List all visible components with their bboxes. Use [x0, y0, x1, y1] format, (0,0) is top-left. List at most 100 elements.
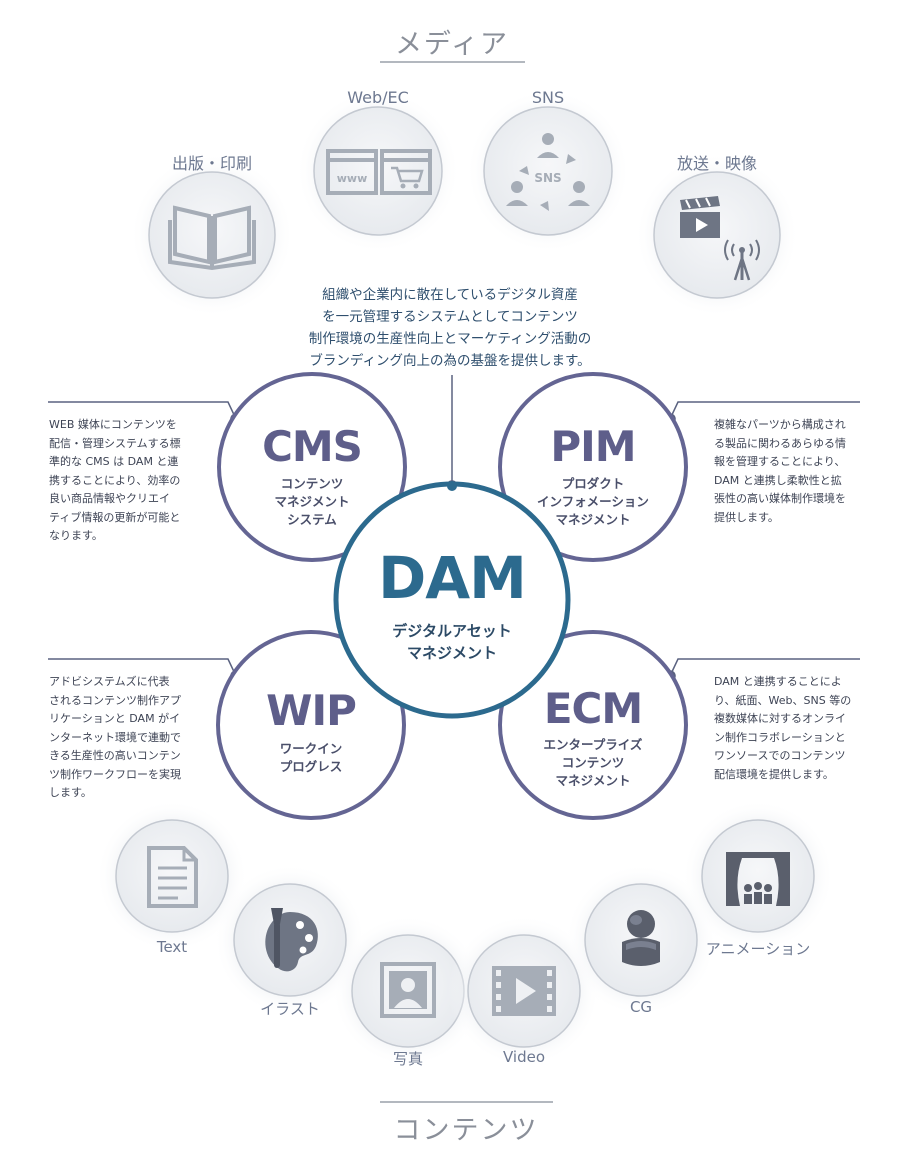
- content-text-circle: [96, 800, 248, 952]
- media-section-title: メディア: [394, 29, 510, 60]
- wip-description: アドビシステムズに代表 されるコンテンツ制作アプ リケーションと DAM がイ …: [49, 673, 209, 803]
- ecm-description-line: ン制作コラボレーションと: [714, 730, 846, 744]
- ecm-description: DAM と連携することによ り、紙面、Web、SNS 等の 複数媒体に対するオン…: [714, 673, 874, 784]
- dam-subtitle-line: デジタルアセット: [392, 622, 512, 640]
- sns-badge-text: SNS: [534, 171, 561, 185]
- pim-description-line: 張性の高い媒体制作環境を: [714, 492, 846, 505]
- wip-description-line: リケーションと DAM がイ: [49, 712, 181, 725]
- book-icon: [168, 205, 256, 271]
- center-description: 組織や企業内に散在しているデジタル資産 を一元管理するシステムとしてコンテンツ …: [265, 284, 635, 372]
- media-label-web: Web/EC: [347, 88, 409, 107]
- wip-description-line: されるコンテンツ制作アプ: [49, 693, 181, 707]
- wip-description-line: きる生産性の高いコンテン: [49, 749, 181, 762]
- ecm-title: ECM: [543, 684, 643, 733]
- ecm-description-line: 複数媒体に対するオンライ: [714, 712, 846, 725]
- cms-description-line: なります。: [49, 529, 103, 542]
- document-icon: [147, 846, 198, 908]
- ecm-description-line: ワンソースでのコンテンツ: [714, 749, 846, 762]
- ecm-description-line: DAM と連携することによ: [714, 675, 842, 688]
- cms-description-line: WEB 媒体にコンテンツを: [49, 418, 177, 431]
- media-web-circle: www: [296, 89, 460, 253]
- center-description-line: ブランディング向上の為の基盤を提供します。: [309, 353, 591, 369]
- wip-description-line: します。: [49, 786, 92, 799]
- pim-subtitle-line: インフォメーション: [537, 494, 649, 509]
- content-label-video: Video: [502, 1048, 546, 1066]
- cms-description-line: 配信・管理システムする標: [49, 436, 181, 450]
- cms-subtitle: コンテンツ マネジメント システム: [222, 475, 402, 529]
- film-play-icon: [492, 966, 556, 1016]
- pim-subtitle-line: プロダクト: [561, 476, 625, 491]
- wip-description-line: ツ制作ワークフローを実現: [49, 767, 181, 781]
- www-label: www: [337, 172, 368, 185]
- content-photo-circle: [332, 915, 484, 1067]
- ecm-subtitle-line: マネジメント: [555, 773, 631, 788]
- pim-description-line: DAM と連携し柔軟性と拡: [714, 473, 842, 487]
- cms-description-line: ティブ情報の更新が可能と: [49, 510, 181, 524]
- cms-description-line: 良い商品情報やクリエイ: [49, 492, 170, 505]
- pim-subtitle-line: マネジメント: [555, 512, 631, 527]
- wip-subtitle-line: プログレス: [279, 759, 343, 774]
- pim-ring: [498, 372, 688, 562]
- dam-subtitle: デジタルアセット マネジメント: [352, 620, 552, 664]
- content-cg-circle: [565, 864, 717, 1016]
- content-illust-circle: [214, 864, 366, 1016]
- cms-title: CMS: [262, 422, 363, 471]
- cms-subtitle-line: コンテンツ: [280, 476, 344, 491]
- center-description-line: 制作環境の生産性向上とマーケティング活動の: [308, 331, 592, 347]
- sns-network-icon: SNS: [506, 133, 590, 211]
- cms-subtitle-line: マネジメント: [274, 494, 350, 509]
- center-description-line: 組織や企業内に散在しているデジタル資産: [322, 287, 578, 303]
- pim-connector: [669, 401, 860, 420]
- browser-cart-icon: www: [326, 149, 432, 195]
- dam-title: DAM: [378, 544, 527, 612]
- content-label-animation: アニメーション: [705, 940, 811, 958]
- cms-description: WEB 媒体にコンテンツを 配信・管理システムする標 準的な CMS は DAM…: [49, 416, 209, 546]
- ecm-description-line: 配信環境を提供します。: [714, 767, 834, 781]
- ecm-subtitle-line: コンテンツ: [561, 755, 625, 770]
- ecm-description-line: り、紙面、Web、SNS 等の: [714, 693, 852, 707]
- media-sns-circle: SNS: [466, 89, 630, 253]
- cms-description-line: 準的な CMS は DAM と連: [49, 455, 179, 468]
- theater-stage-icon: [726, 852, 790, 906]
- content-animation-circle: [682, 800, 834, 952]
- media-broadcast-circle: [635, 153, 799, 317]
- pim-description-line: 複雑なパーツから構成され: [714, 418, 846, 431]
- cms-ring: [217, 372, 407, 562]
- ecm-ring: [498, 630, 688, 820]
- media-publishing-circle: [130, 153, 294, 317]
- wip-ring: [216, 630, 406, 820]
- cms-description-line: 携することにより、効率の: [49, 473, 181, 487]
- content-label-photo: 写真: [392, 1050, 423, 1068]
- content-label-illust: イラスト: [260, 1000, 320, 1018]
- center-description-line: を一元管理するシステムとしてコンテンツ: [322, 309, 578, 325]
- wip-description-line: ンターネット環境で連動で: [49, 730, 181, 744]
- dam-subtitle-line: マネジメント: [406, 644, 497, 662]
- dam-top-dot: [447, 481, 457, 491]
- ecm-connector: [669, 658, 860, 677]
- pim-description-line: る製品に関わるあらゆる情: [714, 436, 846, 450]
- ecm-subtitle-line: エンタープライズ: [543, 737, 643, 752]
- palette-brush-icon: [265, 908, 318, 972]
- media-label-publishing: 出版・印刷: [171, 154, 252, 173]
- wip-description-line: アドビシステムズに代表: [49, 675, 170, 688]
- contents-section-title: コンテンツ: [393, 1115, 539, 1146]
- cms-subtitle-line: システム: [287, 512, 337, 527]
- ecm-subtitle: エンタープライズ コンテンツ マネジメント: [493, 736, 693, 790]
- pim-description-line: 提供します。: [714, 510, 779, 524]
- media-label-sns: SNS: [531, 88, 565, 107]
- content-video-circle: [448, 915, 600, 1067]
- broadcast-icon: [680, 196, 760, 281]
- wip-subtitle-line: ワークイン: [279, 741, 343, 756]
- pim-subtitle: プロダクト インフォメーション マネジメント: [493, 475, 693, 529]
- pim-title: PIM: [550, 422, 636, 471]
- pim-description-line: 報を管理することにより、: [714, 455, 846, 468]
- pim-description: 複雑なパーツから構成され る製品に関わるあらゆる情 報を管理することにより、 D…: [714, 416, 874, 527]
- content-label-cg: CG: [629, 998, 653, 1016]
- wip-title: WIP: [266, 686, 357, 735]
- wip-subtitle: ワークイン プログレス: [221, 740, 401, 776]
- 3d-figure-icon: [622, 910, 660, 966]
- content-label-text: Text: [156, 938, 188, 956]
- cms-connector: [48, 401, 237, 420]
- portrait-photo-icon: [380, 962, 436, 1018]
